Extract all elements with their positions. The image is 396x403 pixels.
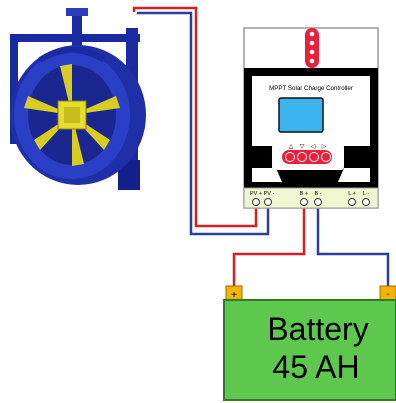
battery-label-line2: 45 AH (272, 349, 359, 385)
terminal-strip (243, 187, 379, 209)
button-symbol-down: ▽ (300, 144, 305, 150)
battery-body (223, 299, 396, 401)
controller-title: MPPT Solar Charge Controller (269, 85, 353, 92)
controller-button-down[interactable] (297, 152, 307, 162)
lcd-display (278, 97, 324, 133)
controller-button-right[interactable] (321, 152, 331, 162)
terminal-b-pos (300, 198, 308, 206)
button-symbol-right: ▷ (322, 144, 327, 150)
wires (132, 6, 390, 288)
charge-controller: MPPT Solar Charge Controller △ ▽ ◁ ▷ PV … (243, 27, 379, 209)
wind-turbine-generator (10, 8, 146, 190)
battery: + - Battery 45 AH (223, 285, 396, 401)
wire-pv-negative (136, 11, 270, 236)
terminal-label-l-neg: L - (363, 191, 369, 197)
battery-negative-symbol: - (386, 289, 389, 300)
wire-pv-positive (132, 6, 258, 228)
terminal-l-pos (348, 198, 356, 206)
terminal-label-b-neg: B - (314, 191, 321, 197)
terminal-pv-neg (264, 198, 272, 206)
button-symbol-up: △ (289, 144, 294, 150)
terminal-label-pv-pos: PV + (250, 191, 262, 197)
terminal-pv-pos (252, 198, 260, 206)
terminal-b-neg (314, 198, 322, 206)
controller-button-up[interactable] (285, 152, 295, 162)
terminal-label-pv-neg: PV - (264, 191, 275, 197)
terminal-label-b-pos: B + (300, 191, 308, 197)
controller-button-left[interactable] (309, 152, 319, 162)
wire-battery-positive (232, 204, 306, 288)
button-symbol-left: ◁ (311, 144, 316, 150)
battery-positive-symbol: + (231, 290, 237, 301)
battery-label-line1: Battery (267, 311, 368, 347)
terminal-l-neg (362, 198, 370, 206)
wire-battery-negative (316, 204, 390, 288)
terminal-label-l-pos: L + (348, 191, 356, 197)
